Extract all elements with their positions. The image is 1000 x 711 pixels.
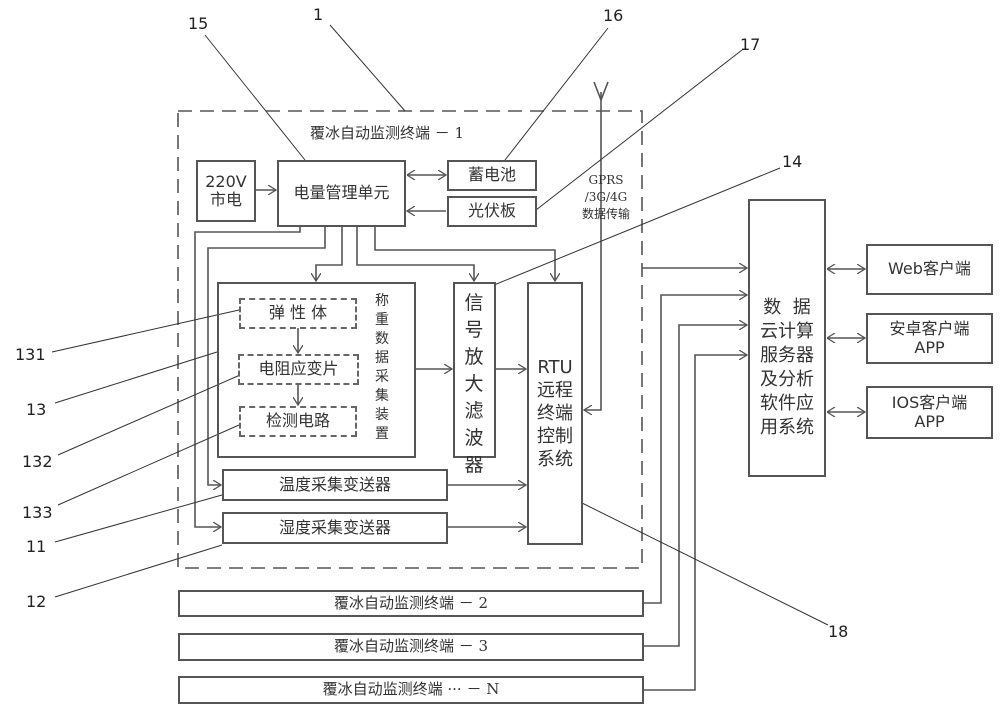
terminal-3-box: 覆冰自动监测终端 － 3 <box>178 633 644 661</box>
terminal-2-box: 覆冰自动监测终端 － 2 <box>178 590 644 617</box>
gprs-line: /3G/4G <box>574 189 638 206</box>
ref-label-133: 133 <box>22 503 53 522</box>
power-220v-box: 220V 市电 <box>196 160 256 222</box>
elastic-body-box: 弹 性 体 <box>239 298 357 329</box>
ref-label-18: 18 <box>828 622 848 641</box>
gprs-label: GPRS /3G/4G 数据传输 <box>574 172 638 223</box>
gprs-line: GPRS <box>574 172 638 189</box>
battery-box: 蓄电池 <box>447 160 537 191</box>
rtu-box: RTU 远程终端控制系统 <box>527 282 583 545</box>
amp-filter-label: 信号放大滤波器 <box>462 290 486 479</box>
server-line: 服务器 <box>750 344 824 368</box>
gprs-line: 数据传输 <box>574 206 638 223</box>
weighing-device-label: 称重数据采集装置 <box>373 292 391 444</box>
power-management-unit: 电量管理单元 <box>277 160 406 227</box>
solar-panel-box: 光伏板 <box>447 196 537 227</box>
cloud-server-box: 数 据 云计算 服务器 及分析 软件应 用系统 <box>748 199 826 477</box>
server-line: 数 据 <box>750 296 824 320</box>
android-client-box: 安卓客户端 APP <box>866 313 993 364</box>
ref-label-17: 17 <box>740 35 760 54</box>
ref-label-15: 15 <box>188 14 208 33</box>
strain-gauge-box: 电阻应变片 <box>238 354 359 385</box>
server-line: 软件应 <box>750 392 824 416</box>
terminal-n-box: 覆冰自动监测终端 ··· － N <box>178 676 644 704</box>
ref-label-12: 12 <box>26 592 46 611</box>
ref-label-11: 11 <box>26 537 46 556</box>
ref-label-132: 132 <box>22 452 53 471</box>
detect-circuit-box: 检测电路 <box>239 406 357 437</box>
server-line: 用系统 <box>750 416 824 440</box>
ref-label-1: 1 <box>313 5 323 24</box>
web-client-box: Web客户端 <box>866 244 993 295</box>
ref-label-14: 14 <box>782 152 802 171</box>
ios-client-box: IOS客户端 APP <box>866 386 993 439</box>
antenna-line <box>584 92 601 410</box>
terminal-1-title: 覆冰自动监测终端 － 1 <box>310 122 464 143</box>
ref-label-131: 131 <box>15 345 46 364</box>
ref-label-13: 13 <box>26 400 46 419</box>
humidity-sensor-box: 湿度采集变送器 <box>222 512 448 544</box>
ref-label-16: 16 <box>603 6 623 25</box>
server-line: 云计算 <box>750 320 824 344</box>
server-line: 及分析 <box>750 368 824 392</box>
temperature-sensor-box: 温度采集变送器 <box>222 469 448 501</box>
